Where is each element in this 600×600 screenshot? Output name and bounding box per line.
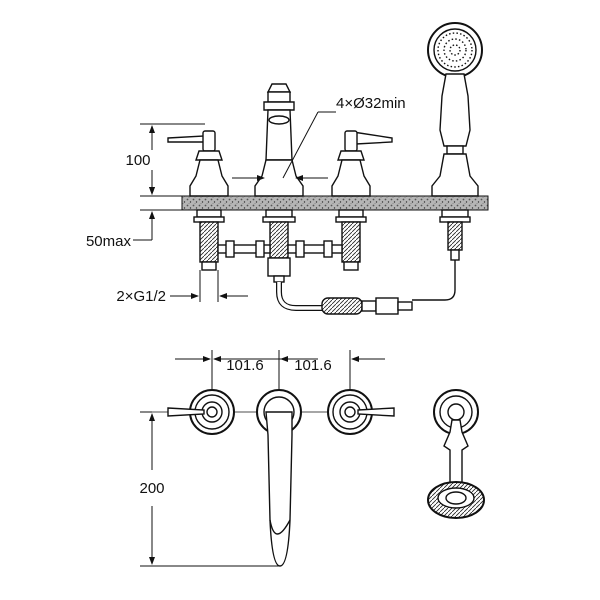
elevation-view: 100 50max 4×Ø32min 2×G1/2: [86, 22, 489, 315]
plan-view: 101.6 101.6 200: [139, 350, 485, 567]
hand-shower: [427, 22, 483, 261]
hand-shower-plan: [427, 389, 485, 519]
dimension-thread-label: 2×G1/2: [116, 288, 166, 305]
dimension-50max-label: 50max: [86, 233, 132, 250]
dimension-50max: [133, 184, 182, 241]
dimension-spacing-left-label: 101.6: [226, 357, 264, 374]
left-valve-plan: [167, 389, 235, 435]
shower-hose: [276, 260, 456, 315]
dimension-spacing-right-label: 101.6: [294, 357, 332, 374]
right-valve-plan: [327, 389, 395, 435]
spout: [254, 83, 304, 283]
dimension-hole: [232, 111, 336, 181]
dimension-thread: [170, 270, 248, 302]
left-valve: [167, 130, 229, 271]
crossover-pipes: [217, 240, 343, 258]
deck-slab: [181, 195, 489, 211]
dimension-200: [140, 411, 280, 567]
dimension-spacing: [175, 350, 385, 390]
right-valve: [331, 130, 393, 271]
dimension-200-label: 200: [139, 480, 164, 497]
dimension-100-label: 100: [125, 152, 150, 169]
spout-plan: [256, 389, 302, 567]
dimension-hole-label: 4×Ø32min: [336, 95, 406, 112]
